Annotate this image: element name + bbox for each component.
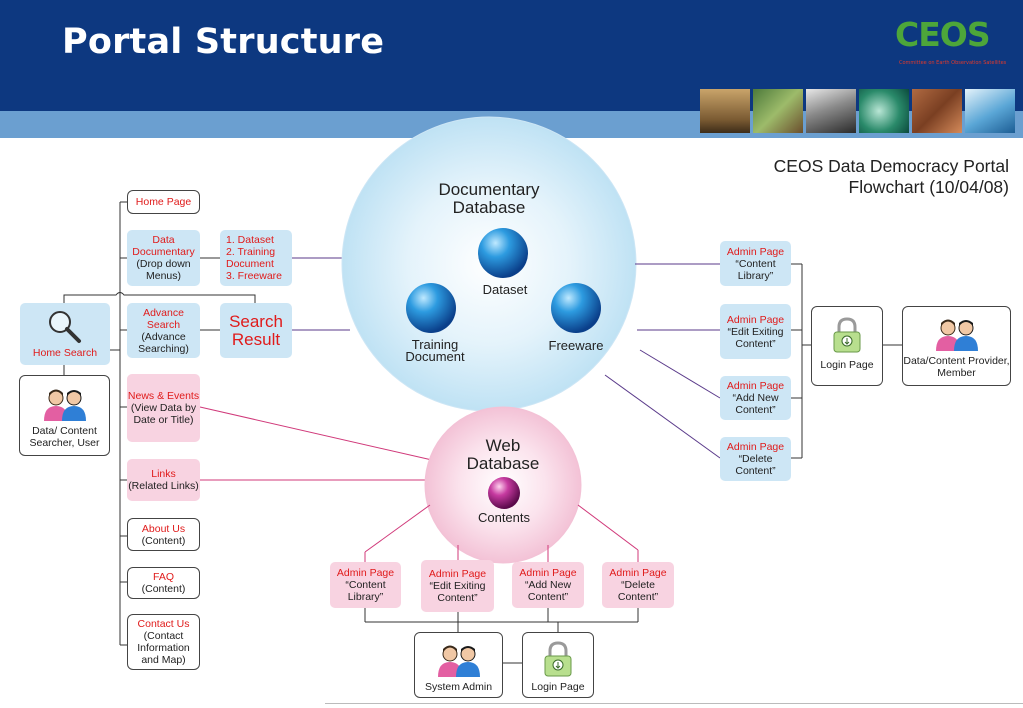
city-photo (700, 89, 750, 133)
contact-us-sub: (Contact Information and Map) (137, 630, 190, 666)
faq-sub: (Content) (141, 583, 186, 595)
glacier-photo (965, 89, 1015, 133)
provider-box: Data/Content Provider, Member (902, 306, 1011, 386)
system-admin-label: System Admin (424, 681, 493, 693)
doc-list-item-2: 2. Training Document (226, 246, 276, 270)
logo-text: CEOS (895, 15, 991, 54)
admin-bottom-edit-content[interactable]: Admin Page “Edit Exiting Content” (421, 560, 494, 612)
admin-right-sub: “Edit Exiting Content” (727, 325, 784, 350)
admin-bottom-sub: “Edit Exiting Content” (429, 580, 486, 604)
admin-bottom-sub: “Add New Content” (524, 579, 572, 603)
about-us-box[interactable]: About Us (Content) (127, 518, 200, 551)
flowchart-title-line1: CEOS Data Democracy Portal (773, 156, 1009, 176)
admin-right-title: Admin Page (726, 441, 785, 453)
home-page-box[interactable]: Home Page (127, 190, 200, 214)
admin-bottom-title: Admin Page (336, 567, 395, 579)
admin-bottom-title: Admin Page (428, 568, 487, 580)
training-document-label: Training Document (405, 337, 465, 364)
home-search-box[interactable]: Home Search (20, 303, 110, 365)
advance-search-box[interactable]: Advance Search (Advance Searching) (127, 303, 200, 358)
logo-subtitle: Committee on Earth Observation Satellite… (899, 60, 1007, 66)
home-page-label: Home Page (135, 196, 192, 208)
page-title: Portal Structure (62, 22, 385, 62)
admin-right-add-content[interactable]: Admin Page “Add New Content” (720, 376, 791, 420)
data-documentary-title: Data Documentary (132, 234, 195, 258)
admin-right-sub: “Add New Content” (732, 392, 779, 416)
web-db-title: Web Database (466, 436, 540, 473)
footer-divider (325, 703, 1023, 704)
login-page-right-box[interactable]: Login Page (811, 306, 883, 386)
admin-bottom-sub: “Content Library” (345, 579, 386, 603)
admin-right-title: Admin Page (726, 380, 785, 392)
links-title: Links (151, 468, 176, 480)
doc-list-item-3: 3. Freeware (226, 270, 283, 282)
volcano-photo (806, 89, 856, 133)
farm-photo (753, 89, 803, 133)
admin-right-sub: “Delete Content” (735, 453, 776, 477)
provider-label: Data/Content Provider, Member (903, 355, 1010, 379)
links-sub: (Related Links) (128, 480, 199, 492)
wave-photo (859, 89, 909, 133)
user-label: Data/ Content Searcher, User (29, 425, 100, 449)
admin-bottom-title: Admin Page (519, 567, 577, 579)
login-page-bottom-label: Login Page (531, 681, 585, 693)
admin-bottom-sub: “Delete Content” (617, 579, 659, 603)
doc-list-item-1: 1. Dataset (226, 234, 274, 246)
admin-right-edit-content[interactable]: Admin Page “Edit Exiting Content” (720, 304, 791, 359)
contact-us-box[interactable]: Contact Us (Contact Information and Map) (127, 614, 200, 670)
login-page-right-label: Login Page (820, 359, 874, 371)
search-result-label: Search Result (229, 311, 283, 349)
news-events-title: News & Events (127, 390, 200, 402)
contact-us-title: Contact Us (137, 618, 190, 630)
user-box: Data/ Content Searcher, User (19, 375, 110, 456)
admin-right-sub: “Content Library” (735, 257, 776, 282)
flowchart-title-line2: Flowchart (10/04/08) (848, 177, 1010, 197)
search-result-box[interactable]: Search Result (220, 303, 292, 358)
cracked-earth-photo (912, 89, 962, 133)
links-box[interactable]: Links (Related Links) (127, 459, 200, 501)
faq-box[interactable]: FAQ (Content) (127, 567, 200, 599)
system-admin-box: System Admin (414, 632, 503, 698)
documentary-db-title: Documentary Database (438, 180, 540, 217)
admin-bottom-content-library[interactable]: Admin Page “Content Library” (330, 562, 401, 608)
freeware-label: Freeware (548, 338, 604, 353)
admin-bottom-title: Admin Page (609, 567, 667, 579)
login-page-bottom-box[interactable]: Login Page (522, 632, 594, 698)
about-us-title: About Us (141, 522, 186, 535)
ceos-logo: CEOS Committee on Earth Observation Sate… (895, 15, 1017, 70)
users-icon (43, 389, 86, 421)
documentary-list-box[interactable]: 1. Dataset 2. Training Document 3. Freew… (220, 230, 292, 286)
admin-right-content-library[interactable]: Admin Page “Content Library” (720, 241, 791, 286)
admin-right-title: Admin Page (726, 313, 785, 326)
data-documentary-sub: (Drop down Menus) (136, 258, 191, 282)
news-events-sub: (View Data by Date or Title) (130, 402, 197, 426)
magnifier-icon (49, 311, 81, 343)
news-events-box[interactable]: News & Events (View Data by Date or Titl… (127, 374, 200, 442)
dataset-label: Dataset (482, 282, 528, 297)
contents-label: Contents (477, 510, 531, 525)
lock-icon (833, 317, 861, 353)
about-us-sub: (Content) (141, 534, 186, 547)
members-icon (935, 319, 978, 351)
admin-right-delete-content[interactable]: Admin Page “Delete Content” (720, 437, 791, 481)
admin-right-title: Admin Page (726, 245, 785, 258)
flowchart-title: CEOS Data Democracy Portal Flowchart (10… (774, 156, 1009, 198)
advance-search-title: Advance Search (143, 306, 184, 331)
home-search-label: Home Search (32, 347, 98, 359)
faq-title: FAQ (152, 571, 174, 583)
data-documentary-box[interactable]: Data Documentary (Drop down Menus) (127, 230, 200, 286)
lock-icon (544, 641, 572, 677)
advance-search-sub: (Advance Searching) (138, 330, 189, 355)
admins-icon (437, 645, 480, 677)
admin-bottom-delete-content[interactable]: Admin Page “Delete Content” (602, 562, 674, 608)
admin-bottom-add-content[interactable]: Admin Page “Add New Content” (512, 562, 584, 608)
header-photo-strip (700, 89, 1015, 133)
